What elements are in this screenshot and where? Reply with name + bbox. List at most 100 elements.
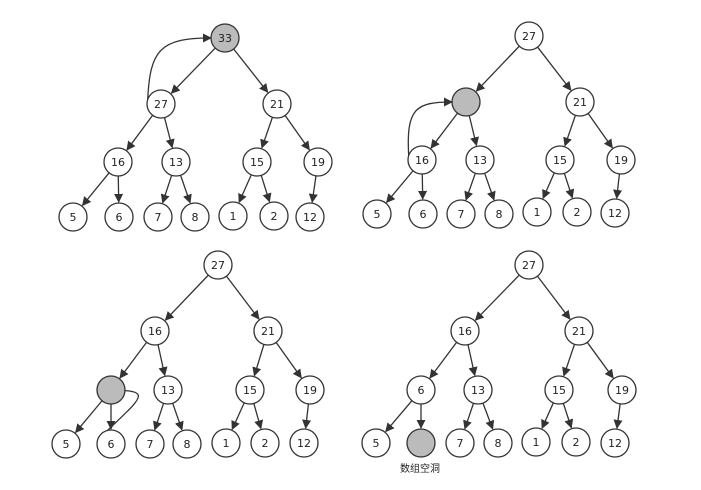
node-label: 5 xyxy=(374,208,381,221)
heap-node: 21 xyxy=(565,87,595,117)
node-circle xyxy=(451,87,481,117)
node-label: 8 xyxy=(496,208,503,221)
heap-node: 19 xyxy=(295,375,325,405)
node-label: 13 xyxy=(473,154,487,167)
node-label: 16 xyxy=(148,325,162,338)
heap-node: 7 xyxy=(445,428,475,458)
node-label: 8 xyxy=(192,211,199,224)
heap-node: 7 xyxy=(446,199,476,229)
node-label: 12 xyxy=(297,437,311,450)
tree-edge xyxy=(163,117,175,149)
node-circle xyxy=(407,145,437,175)
node-label: 5 xyxy=(63,438,70,451)
tree-edge xyxy=(562,403,574,429)
heap-node: 1 xyxy=(521,427,551,457)
node-label: 7 xyxy=(147,438,154,451)
node-circle xyxy=(522,197,552,227)
heap-node: 21 xyxy=(262,89,292,119)
node-circle xyxy=(250,428,280,458)
node-label: 12 xyxy=(303,211,317,224)
heap-hole-node xyxy=(451,87,481,117)
node-label: 21 xyxy=(270,98,284,111)
tree-edge xyxy=(260,117,274,149)
heap-node: 8 xyxy=(484,199,514,229)
node-label: 1 xyxy=(534,206,541,219)
node-label: 15 xyxy=(553,154,567,167)
node-circle xyxy=(262,89,292,119)
node-label: 19 xyxy=(614,154,628,167)
node-label: 8 xyxy=(495,437,502,450)
heap-node: 16 xyxy=(140,316,170,346)
tree-edge xyxy=(467,344,478,377)
node-circle xyxy=(58,202,88,232)
heap-node: 2 xyxy=(259,201,289,231)
node-label: 16 xyxy=(458,325,472,338)
heap-node: 27 xyxy=(514,21,544,51)
node-label: 27 xyxy=(522,259,536,272)
node-label: 13 xyxy=(169,156,183,169)
heap-node: 6 xyxy=(104,202,134,232)
heap-hole-node xyxy=(96,375,126,405)
heap-node: 8 xyxy=(180,202,210,232)
tree-edge xyxy=(238,174,252,204)
node-circle xyxy=(104,202,134,232)
heap-node: 27 xyxy=(146,89,176,119)
node-circle xyxy=(514,250,544,280)
node-label: 27 xyxy=(154,98,168,111)
node-label: 12 xyxy=(608,437,622,450)
heap-node: 15 xyxy=(544,375,574,405)
tree-edge xyxy=(252,344,265,377)
heap-node: 8 xyxy=(483,428,513,458)
node-circle xyxy=(153,375,183,405)
heap-node: 15 xyxy=(545,145,575,175)
array-hole-caption: 数组空洞 xyxy=(400,462,440,475)
node-label: 19 xyxy=(311,156,325,169)
tree-edge xyxy=(233,48,269,93)
node-circle xyxy=(606,145,636,175)
tree-edge xyxy=(153,403,165,431)
tree-edge xyxy=(253,403,264,430)
tree-edge xyxy=(275,342,302,379)
tree-edge xyxy=(587,113,613,149)
heap-node: 6 xyxy=(408,199,438,229)
node-label: 27 xyxy=(211,259,225,272)
node-label: 15 xyxy=(243,384,257,397)
node-circle xyxy=(295,202,325,232)
tree-edge xyxy=(463,403,475,430)
heap-node: 13 xyxy=(161,147,191,177)
node-circle xyxy=(406,428,436,458)
node-circle xyxy=(450,316,480,346)
node-circle xyxy=(361,428,391,458)
heap-node: 5 xyxy=(51,429,81,459)
node-circle xyxy=(51,429,81,459)
node-circle xyxy=(362,199,392,229)
node-circle xyxy=(259,201,289,231)
tree-edge xyxy=(586,341,614,379)
tree-edge xyxy=(386,170,414,204)
node-circle xyxy=(146,89,176,119)
tree-edge xyxy=(308,175,318,204)
tree-edge xyxy=(75,400,103,434)
node-circle xyxy=(180,202,210,232)
heap-node: 1 xyxy=(522,197,552,227)
node-circle xyxy=(406,375,436,405)
node-circle xyxy=(143,202,173,232)
node-label: 6 xyxy=(420,208,427,221)
node-label: 6 xyxy=(418,384,425,397)
tree-edge xyxy=(563,115,577,147)
node-circle xyxy=(253,316,283,346)
heap-node: 19 xyxy=(607,375,637,405)
node-label: 2 xyxy=(262,437,269,450)
heap-node: 16 xyxy=(407,145,437,175)
tree-edge xyxy=(536,275,571,320)
node-circle xyxy=(565,87,595,117)
tree-edge xyxy=(613,173,623,199)
heap-node: 5 xyxy=(361,428,391,458)
move-up-arrow xyxy=(407,97,453,156)
tree-edge xyxy=(613,403,623,430)
node-label: 2 xyxy=(271,210,278,223)
heap-hole-node xyxy=(406,428,436,458)
tree-edge xyxy=(562,344,576,377)
